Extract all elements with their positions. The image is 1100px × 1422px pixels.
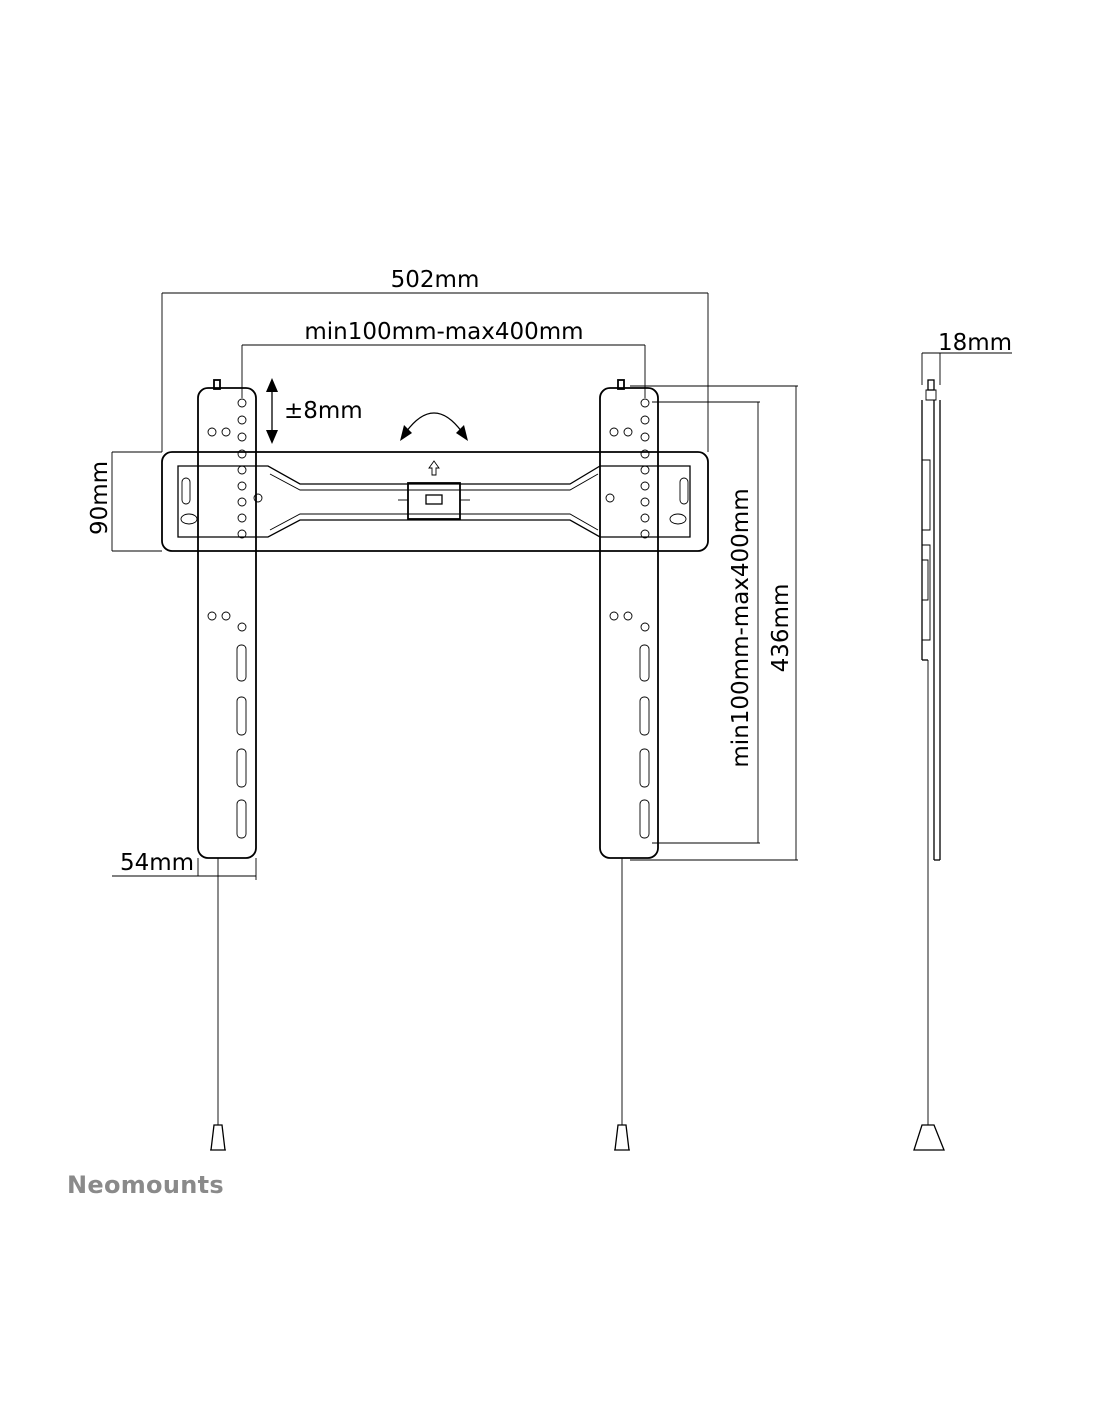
side-view: 18mm xyxy=(913,330,1012,1151)
right-strip-holes xyxy=(609,398,650,839)
rail-height-label: 90mm xyxy=(87,461,113,535)
vertical-hole-spacing-label: min100mm-max400mm xyxy=(728,488,754,767)
wall-distance-label: 18mm xyxy=(938,330,1012,356)
overall-height-label: 436mm xyxy=(768,584,794,673)
strip-width-label: 54mm xyxy=(120,850,194,876)
right-mounting-strip xyxy=(599,379,659,1151)
horizontal-hole-spacing-label: min100mm-max400mm xyxy=(304,319,583,345)
brand-logo-text: Neomounts xyxy=(67,1171,224,1199)
vertical-adjustment-label: ±8mm xyxy=(284,398,363,424)
front-view: 502mm min100mm-max400mm ±8mm 90mm 54mm m… xyxy=(87,267,798,1151)
left-mounting-strip xyxy=(197,379,257,1151)
overall-width-label: 502mm xyxy=(391,267,480,293)
dimension-lines xyxy=(111,292,798,880)
wall-rail-plate xyxy=(161,451,709,552)
tilt-rotation-icon xyxy=(400,412,468,441)
left-strip-holes xyxy=(207,398,247,839)
